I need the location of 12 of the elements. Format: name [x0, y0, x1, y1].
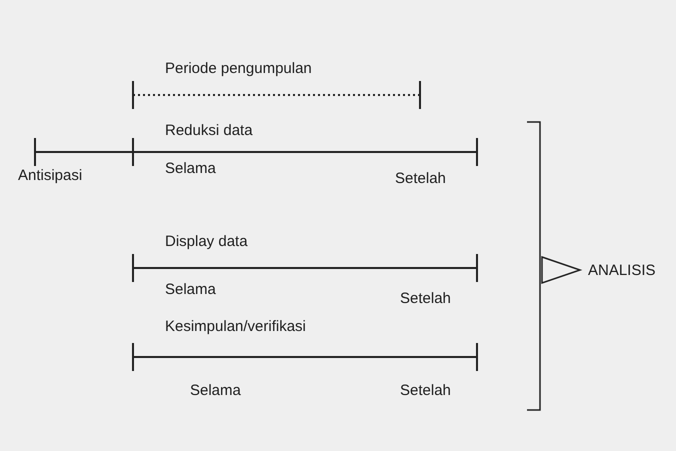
- phase-label: Selama: [165, 281, 216, 298]
- phase-label: Selama: [165, 160, 216, 177]
- phase-label: Setelah: [395, 170, 446, 187]
- phase-label: Setelah: [400, 290, 451, 307]
- period-label: Periode pengumpulan: [165, 60, 312, 77]
- phase-label: Selama: [190, 382, 241, 399]
- stage-label: Reduksi data: [165, 122, 253, 139]
- phase-label: Antisipasi: [18, 167, 82, 184]
- result-label: ANALISIS: [588, 262, 656, 279]
- phase-label: Setelah: [400, 382, 451, 399]
- stage-label: Display data: [165, 233, 248, 250]
- stage-label: Kesimpulan/verifikasi: [165, 318, 306, 335]
